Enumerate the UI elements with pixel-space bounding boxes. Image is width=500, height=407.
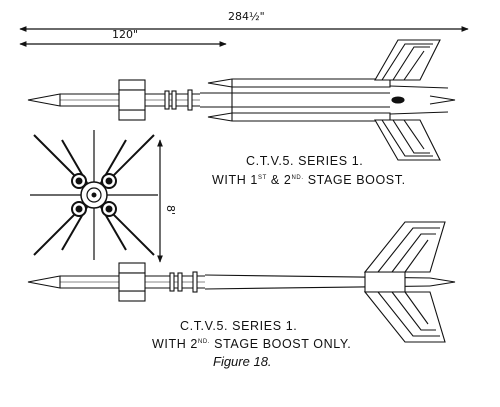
caption-bottom-line1: C.T.V.5. SERIES 1. <box>180 319 297 333</box>
dimension-second-stage: 120" <box>19 28 227 47</box>
caption-top-line1: C.T.V.5. SERIES 1. <box>246 154 363 168</box>
dimension-overall-label: 284½" <box>228 10 265 23</box>
caption-top-line2: WITH 1ST & 2ND. STAGE BOOST. <box>212 173 406 187</box>
dimension-second-stage-label: 120" <box>112 28 138 41</box>
dimension-fin-span-label: 8' <box>164 205 177 215</box>
dimension-overall: 284½" <box>19 10 469 32</box>
caption-top: C.T.V.5. SERIES 1. WITH 1ST & 2ND. STAGE… <box>212 154 406 187</box>
rocket-bottom <box>27 221 456 343</box>
figure-label: Figure 18. <box>213 354 272 369</box>
rocket-end-view <box>30 130 158 260</box>
dimension-fin-span: 8' <box>157 139 177 263</box>
caption-bottom: C.T.V.5. SERIES 1. WITH 2ND. STAGE BOOST… <box>152 319 351 369</box>
caption-bottom-line2: WITH 2ND. STAGE BOOST ONLY. <box>152 337 351 351</box>
rocket-top <box>27 39 456 161</box>
